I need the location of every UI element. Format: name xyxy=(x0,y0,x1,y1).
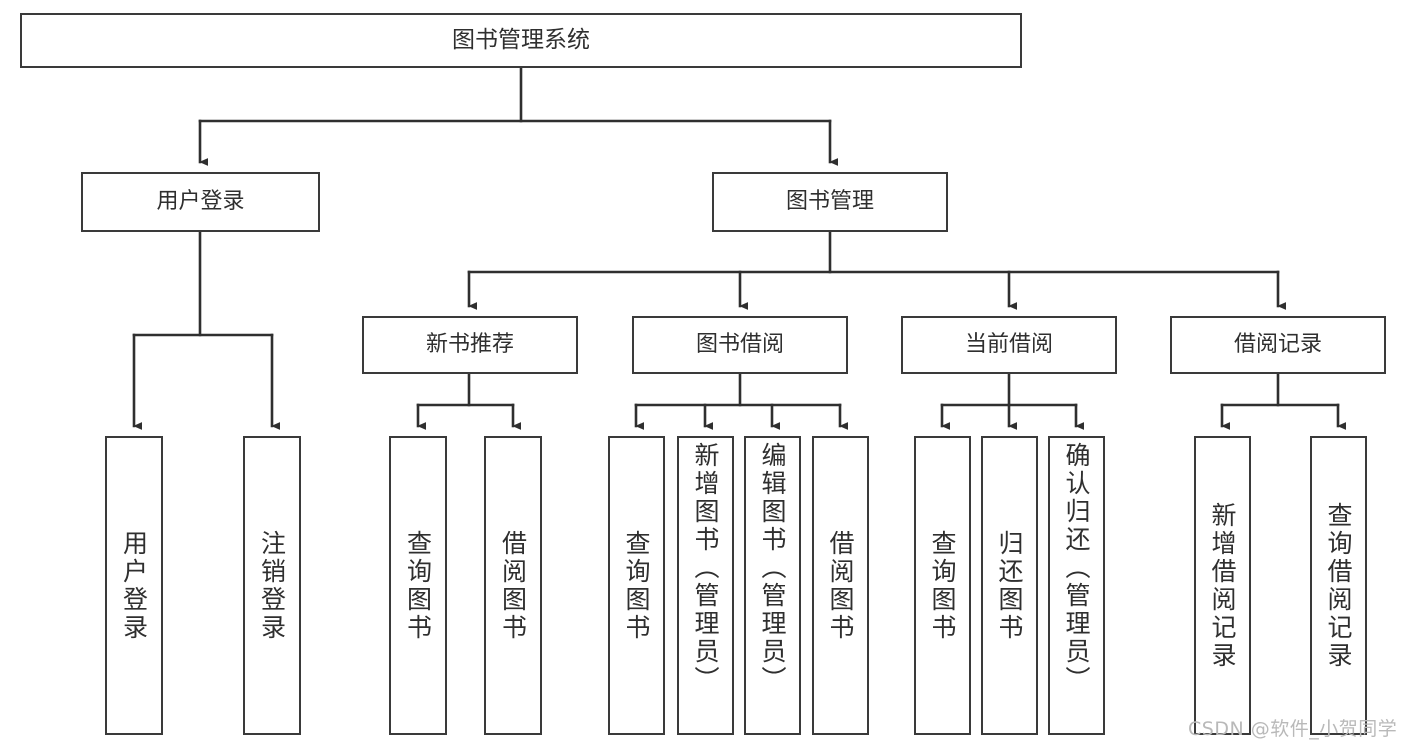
leaf-borrow-add-book-label: 新增图书（管理员） xyxy=(691,442,720,694)
leaf-user-login-login-label: 用户登录 xyxy=(119,529,149,642)
leaf-new-book-query-label: 查询图书 xyxy=(403,529,433,642)
node-borrow-record[interactable]: 借阅记录 xyxy=(1170,316,1386,374)
node-book-management[interactable]: 图书管理 xyxy=(712,172,948,232)
leaf-record-query[interactable]: 查询借阅记录 xyxy=(1310,436,1367,735)
leaf-current-return-book-label: 归还图书 xyxy=(995,529,1024,642)
leaf-record-add[interactable]: 新增借阅记录 xyxy=(1194,436,1251,735)
leaf-current-return-book[interactable]: 归还图书 xyxy=(981,436,1038,735)
leaf-new-book-borrow[interactable]: 借阅图书 xyxy=(484,436,542,735)
leaf-borrow-borrow-book[interactable]: 借阅图书 xyxy=(812,436,869,735)
node-current-borrow-label: 当前借阅 xyxy=(964,332,1053,358)
leaf-record-add-label: 新增借阅记录 xyxy=(1208,501,1237,670)
leaf-current-confirm-return-label: 确认归还（管理员） xyxy=(1062,442,1091,694)
leaf-borrow-borrow-book-label: 借阅图书 xyxy=(826,529,855,642)
node-book-borrow-label: 图书借阅 xyxy=(695,332,784,358)
leaf-new-book-query[interactable]: 查询图书 xyxy=(389,436,447,735)
leaf-borrow-query-book-label: 查询图书 xyxy=(622,529,651,642)
leaf-user-login-logout-label: 注销登录 xyxy=(257,529,287,642)
node-current-borrow[interactable]: 当前借阅 xyxy=(901,316,1117,374)
node-new-book-recommend[interactable]: 新书推荐 xyxy=(362,316,578,374)
node-user-login[interactable]: 用户登录 xyxy=(81,172,320,232)
node-root-label: 图书管理系统 xyxy=(452,26,590,53)
node-user-login-label: 用户登录 xyxy=(156,189,245,215)
leaf-current-query-book[interactable]: 查询图书 xyxy=(914,436,971,735)
leaf-user-login-login[interactable]: 用户登录 xyxy=(105,436,163,735)
watermark: CSDN @软件_小贺同学 xyxy=(1188,718,1398,740)
node-root[interactable]: 图书管理系统 xyxy=(20,13,1022,68)
node-borrow-record-label: 借阅记录 xyxy=(1233,332,1322,358)
node-new-book-recommend-label: 新书推荐 xyxy=(425,332,514,358)
node-book-management-label: 图书管理 xyxy=(785,189,874,215)
node-book-borrow[interactable]: 图书借阅 xyxy=(632,316,848,374)
leaf-borrow-query-book[interactable]: 查询图书 xyxy=(608,436,665,735)
leaf-borrow-edit-book[interactable]: 编辑图书（管理员） xyxy=(744,436,801,735)
leaf-record-query-label: 查询借阅记录 xyxy=(1324,501,1353,670)
leaf-user-login-logout[interactable]: 注销登录 xyxy=(243,436,301,735)
leaf-new-book-borrow-label: 借阅图书 xyxy=(498,529,528,642)
leaf-current-confirm-return[interactable]: 确认归还（管理员） xyxy=(1048,436,1105,735)
leaf-borrow-edit-book-label: 编辑图书（管理员） xyxy=(758,442,787,694)
leaf-borrow-add-book[interactable]: 新增图书（管理员） xyxy=(677,436,734,735)
leaf-current-query-book-label: 查询图书 xyxy=(928,529,957,642)
